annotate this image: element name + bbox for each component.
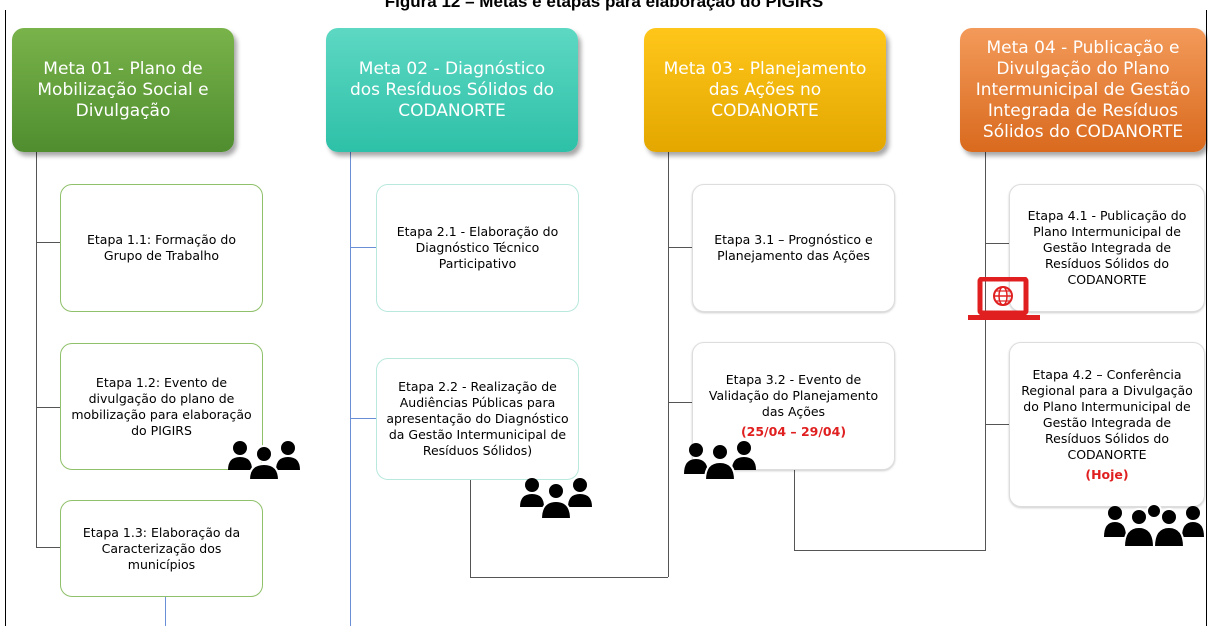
frame-left-border [5, 10, 6, 626]
etapa-2-1-box: Etapa 2.1 - Elaboração do Diagnóstico Té… [376, 184, 579, 312]
etapa-1-1-box: Etapa 1.1: Formação do Grupo de Trabalho [60, 184, 263, 312]
group-people-icon [520, 478, 592, 519]
meta4-connector-etapa2 [985, 424, 1009, 425]
etapa-1-2-text: Etapa 1.2: Evento de divulgação do plano… [71, 374, 252, 438]
etapa-4-2-today-note: (Hoje) [1085, 466, 1129, 482]
meta3-connector-vertical [668, 152, 669, 577]
etapa-2-1-text: Etapa 2.1 - Elaboração do Diagnóstico Té… [396, 224, 559, 271]
meta4-connector-vertical [985, 152, 986, 550]
etapa-3-2-date-note: (25/04 – 29/04) [740, 424, 847, 439]
meta3-connector-etapa1 [668, 247, 692, 248]
meta-02-header: Meta 02 - Diagnóstico dos Resíduos Sólid… [326, 28, 578, 152]
etapa-1-2-box: Etapa 1.2: Evento de divulgação do plano… [60, 343, 263, 470]
etapa-3-1-text: Etapa 3.1 – Prognóstico e Planejamento d… [714, 232, 873, 263]
meta2-to-meta3-link-down [470, 480, 471, 577]
meta2-connector-vertical [350, 152, 351, 626]
etapa-3-1-box: Etapa 3.1 – Prognóstico e Planejamento d… [692, 184, 895, 312]
meta-01-header: Meta 01 - Plano de Mobilização Social e … [12, 28, 234, 152]
meta2-connector-etapa1 [350, 247, 376, 248]
etapa-1-3-box: Etapa 1.3: Elaboração da Caracterização … [60, 500, 263, 597]
meta1-connector-etapa3 [36, 547, 60, 548]
etapa-4-1-box: Etapa 4.1 - Publicação do Plano Intermun… [1009, 184, 1205, 312]
etapa-2-2-box: Etapa 2.2 - Realização de Audiências Púb… [376, 358, 579, 480]
etapa-2-2-text: Etapa 2.2 - Realização de Audiências Púb… [386, 379, 569, 458]
meta2-connector-etapa2 [350, 418, 376, 419]
meta1-connector-etapa2 [36, 407, 60, 408]
group-people-icon [1104, 503, 1204, 547]
etapa-4-2-box: Etapa 4.2 – Conferência Regional para a … [1009, 342, 1205, 507]
group-people-icon [684, 441, 756, 480]
etapa-3-2-text: Etapa 3.2 - Evento de Validação do Plane… [708, 372, 879, 419]
meta3-connector-etapa2 [668, 402, 692, 403]
meta1-continuation-line [165, 597, 166, 626]
etapa-4-2-text: Etapa 4.2 – Conferência Regional para a … [1021, 366, 1193, 462]
figure-caption: Figura 12 – Metas e etapas para elaboraç… [384, 0, 824, 11]
meta3-to-meta4-link-down [794, 470, 795, 550]
meta3-to-meta4-link-bottom [794, 550, 986, 551]
frame-right-border [1206, 10, 1207, 626]
meta1-connector-etapa1 [36, 242, 60, 243]
group-people-icon [228, 441, 300, 480]
meta-03-header: Meta 03 - Planejamento das Ações no CODA… [644, 28, 886, 152]
etapa-1-3-text: Etapa 1.3: Elaboração da Caracterização … [82, 524, 241, 572]
meta2-to-meta3-link-bottom [470, 577, 668, 578]
etapa-1-1-text: Etapa 1.1: Formação do Grupo de Trabalho [87, 232, 236, 263]
meta-04-header: Meta 04 - Publicação e Divulgação do Pla… [960, 28, 1206, 152]
etapa-4-1-text: Etapa 4.1 - Publicação do Plano Intermun… [1027, 208, 1187, 287]
laptop-globe-icon [968, 277, 1040, 320]
meta1-connector-vertical [36, 152, 37, 548]
meta4-connector-etapa1 [985, 243, 1009, 244]
